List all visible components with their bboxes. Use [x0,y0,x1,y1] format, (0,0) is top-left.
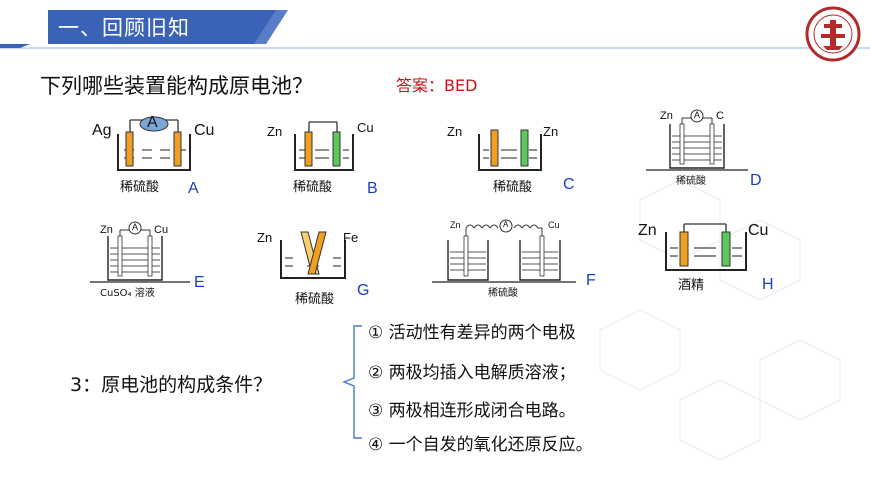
electrode-left-label: Ag [92,122,112,139]
apparatus-letter: B [367,180,378,197]
section-title: 一、回顾旧知 [58,16,190,40]
apparatus-d: Zn A C 稀硫酸 D [640,106,780,196]
apparatus-letter: G [357,282,370,299]
meter-label: A [147,114,158,131]
electrode-right-label: Cu [154,224,169,236]
bracket-brace [342,325,362,439]
apparatus-letter: H [762,276,774,293]
solution-label: 稀硫酸 [493,180,533,195]
electrode-right-label: Cu [357,120,374,135]
electrode-right-label: Fe [343,230,359,245]
apparatus-a: Ag A Cu 稀硫酸 A [90,112,214,202]
apparatus-h: Zn Cu 酒精 H [636,214,786,304]
apparatus-letter: A [188,180,199,197]
solution-label: 稀硫酸 [120,180,160,195]
solution-label: 稀硫酸 [295,292,335,307]
apparatus-b: Zn Cu 稀硫酸 B [265,112,385,202]
school-logo-emblem [805,6,861,62]
apparatus-letter: C [563,176,575,193]
solution-label: 稀硫酸 [293,180,333,195]
electrode-left-label: Zn [660,110,673,122]
header-band [0,44,870,49]
solution-label: 稀硫酸 [488,288,518,299]
apparatus-f: Zn A Cu 稀硫酸 F [430,214,610,304]
condition-item-1: ① 活动性有差异的两个电极 [368,323,576,343]
title-banner [48,10,288,44]
beaker-b-drawing [294,121,354,171]
electrode-left-label: Zn [100,224,113,236]
answer-text: 答案：BED [396,76,478,95]
electrode-left-label: Zn [638,222,657,239]
beaker-a-drawing [117,116,191,171]
electrode-left-label: Zn [267,124,283,139]
electrode-left-label: Zn [257,230,273,245]
solution-label: 稀硫酸 [676,176,706,187]
electrode-left-label: Zn [447,124,463,139]
electrode-right-label: Cu [194,122,215,139]
electrode-right-label: C [716,110,724,122]
apparatus-c: Zn Zn 稀硫酸 C [445,112,585,202]
condition-item-2: ② 两极均插入电解质溶液； [368,363,576,383]
apparatus-letter: E [194,274,205,291]
beaker-f-drawing [432,219,576,283]
apparatus-g: Zn Fe 稀硫酸 G [255,226,385,307]
electrode-left-label: Zn [450,220,461,230]
beaker-g-drawing [280,231,346,279]
beaker-d-drawing [646,109,748,171]
apparatus-letter: D [750,172,762,189]
solution-label: CuSO₄ 溶液 [100,288,155,299]
beaker-c-drawing [478,129,542,171]
question-text: 下列哪些装置能构成原电池？ [40,74,313,98]
condition-item-4: ④ 一个自发的氧化还原反应。 [368,435,593,455]
meter-label: A [694,110,701,120]
electrode-right-label: Zn [543,124,559,139]
apparatus-e: Zn A Cu CuSO₄ 溶液 E [86,221,226,302]
conditions-title: 3：原电池的构成条件？ [70,374,273,396]
meter-label: A [132,222,139,232]
electrode-right-label: Cu [748,222,769,239]
beaker-h-drawing [665,223,747,271]
condition-item-3: ③ 两极相连形成闭合电路。 [368,401,576,421]
apparatus-letter: F [586,272,596,289]
beaker-e-drawing [90,221,190,283]
meter-label: A [503,220,509,229]
solution-label: 酒精 [678,278,705,293]
electrode-right-label: Cu [548,220,560,230]
